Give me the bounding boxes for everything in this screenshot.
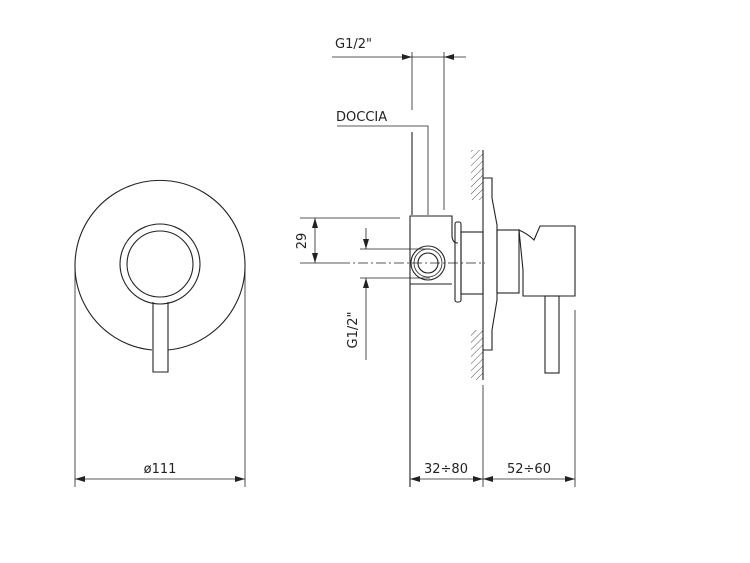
inlet-connection-label: G1/2" — [346, 312, 361, 349]
handle-body — [518, 225, 576, 297]
lever-handle — [152, 302, 169, 373]
outlet-leader-line — [337, 125, 429, 215]
outlet-label: DOCCIA — [336, 110, 387, 125]
inlet-fitting-inner — [417, 252, 439, 274]
recess-depth-label: 32÷80 — [424, 462, 468, 477]
diameter-label: ø111 — [144, 462, 177, 477]
inlet-fitting-outer — [410, 245, 446, 281]
handle-ring-inner — [126, 230, 194, 298]
valve-body — [409, 215, 459, 487]
inlet-fitting-mid — [413, 248, 443, 278]
escutcheon-side — [483, 177, 498, 351]
wall-hatch-bottom — [471, 330, 483, 380]
offset-label: 29 — [295, 233, 310, 250]
lever-handle-side — [544, 295, 560, 374]
side-view: G1/2" DOCCIA 29 G1/2" — [295, 37, 576, 487]
wall-hatch-top — [471, 150, 483, 200]
handle-neck — [496, 229, 520, 294]
escutcheon-plate — [74, 179, 246, 351]
flange — [454, 221, 462, 303]
front-view: ø111 — [74, 179, 246, 487]
projection-label: 52÷60 — [507, 462, 551, 477]
top-connection-label: G1/2" — [335, 37, 372, 52]
handle-ring-outer — [119, 223, 201, 305]
